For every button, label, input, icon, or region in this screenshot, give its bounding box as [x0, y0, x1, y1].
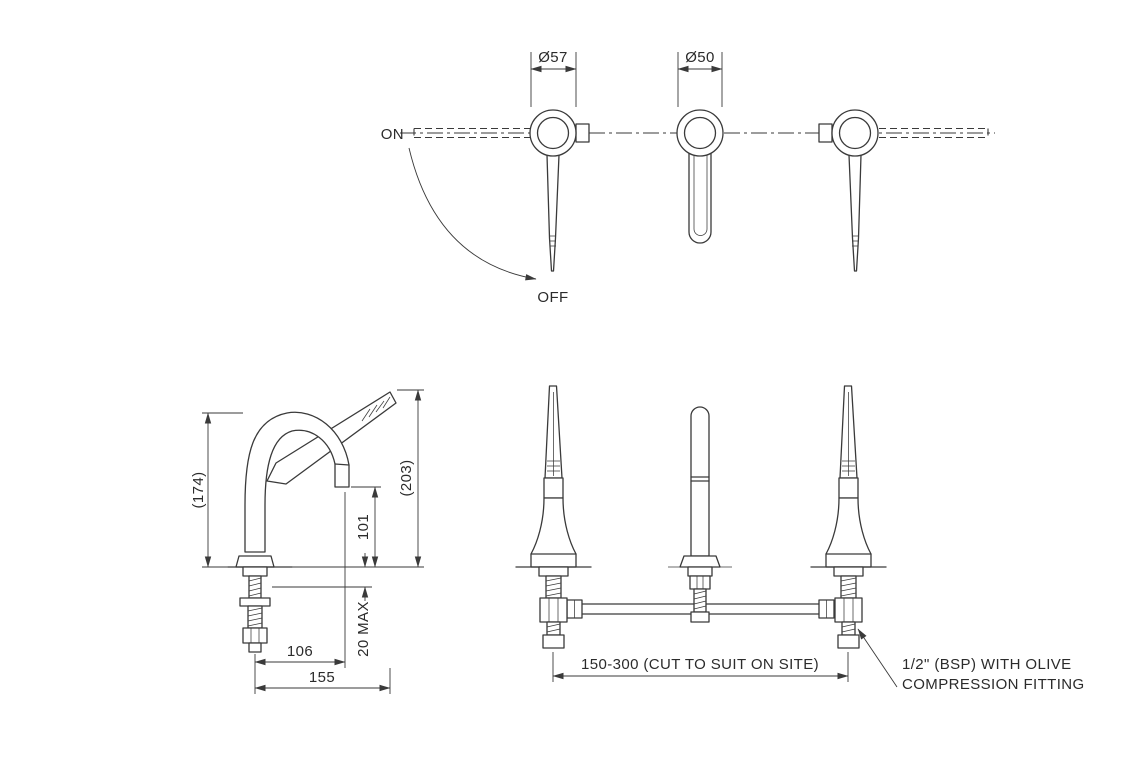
- dim-overall-reach-label: 155: [309, 669, 335, 686]
- fitting-note-line2: COMPRESSION FITTING: [902, 676, 1085, 693]
- dim-spout-reach: 106: [254, 492, 346, 694]
- spout-plan: [676, 109, 724, 244]
- side-tail-assembly: [239, 566, 271, 653]
- dim-overall-reach: 155: [254, 668, 391, 694]
- dim-body-height-label: (174): [190, 471, 207, 508]
- fitting-note-line1: 1/2" (BSP) WITH OLIVE: [902, 656, 1072, 673]
- front-right-valve: [810, 385, 887, 649]
- front-view: 150-300 (CUT TO SUIT ON SITE) 1/2" (BSP)…: [515, 385, 1085, 693]
- dim-handle-diameter: Ø57: [530, 49, 577, 107]
- top-view: Ø57 Ø50 ON OFF: [381, 49, 995, 306]
- dim-spout-diameter: Ø50: [677, 49, 723, 107]
- tap-side-profile: [227, 391, 397, 568]
- note-leader-line: [857, 628, 898, 688]
- dim-deck-thickness: 20 MAX: [272, 553, 372, 657]
- dim-overall-height: (203): [276, 389, 424, 568]
- fitting-note: 1/2" (BSP) WITH OLIVE COMPRESSION FITTIN…: [857, 628, 1085, 693]
- on-label: ON: [381, 126, 404, 143]
- dim-spout-reach-label: 106: [287, 643, 313, 660]
- dim-overall-height-label: (203): [398, 459, 415, 496]
- off-label: OFF: [537, 289, 568, 306]
- rotation-arc: [408, 147, 537, 281]
- dim-spout-diameter-label: Ø50: [685, 49, 715, 66]
- front-spout-column: [668, 406, 732, 623]
- dim-handle-diameter-label: Ø57: [538, 49, 568, 66]
- dim-body-height: (174): [190, 412, 243, 568]
- dim-hole-centres-label: 150-300 (CUT TO SUIT ON SITE): [581, 656, 819, 673]
- front-left-valve: [515, 385, 592, 649]
- dim-spout-clearance-label: 101: [355, 514, 372, 540]
- dim-spout-clearance: 101: [351, 486, 381, 568]
- dim-hole-centres: 150-300 (CUT TO SUIT ON SITE): [552, 652, 849, 682]
- dim-deck-thickness-label: 20 MAX: [355, 601, 372, 657]
- side-view: (174) (203) 101 20 MAX 106: [190, 389, 424, 694]
- left-handle-plan: [413, 109, 590, 272]
- right-handle-plan: [818, 109, 989, 272]
